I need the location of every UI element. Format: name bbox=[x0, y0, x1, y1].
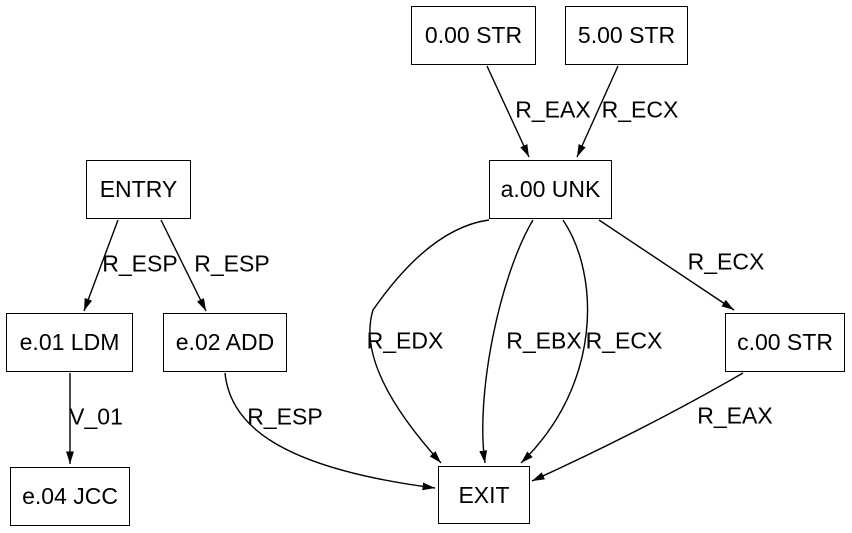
edge-5-00-str-to-a-00-unk bbox=[576, 65, 619, 158]
edge-a-00-unk-to-c-00-str bbox=[598, 219, 735, 311]
edge-label-r-esp-bottom: R_ESP bbox=[247, 403, 323, 430]
node-0-00-str: 0.00 STR bbox=[411, 6, 536, 65]
edge-entry-to-e-02-add bbox=[160, 219, 207, 312]
edge-label-v-01: V_01 bbox=[69, 403, 123, 430]
node-c-00-str: c.00 STR bbox=[725, 313, 845, 372]
edge-a-00-unk-to-exit-ebx bbox=[479, 219, 534, 464]
edge-label-r-ecx-diag: R_ECX bbox=[687, 248, 765, 275]
edge-a-00-unk-to-exit-edx bbox=[369, 219, 490, 464]
node-a-00-unk: a.00 UNK bbox=[489, 160, 612, 219]
edge-label-r-eax-top: R_EAX bbox=[515, 96, 591, 123]
edge-0-00-str-to-a-00-unk bbox=[486, 65, 530, 158]
node-e-01-ldm: e.01 LDM bbox=[6, 313, 133, 372]
edge-label-r-ebx: R_EBX bbox=[506, 327, 582, 354]
edge-a-00-unk-to-exit-ecx bbox=[520, 219, 589, 464]
node-exit: EXIT bbox=[438, 466, 530, 524]
edge-label-r-esp-right: R_ESP bbox=[194, 250, 270, 277]
edge-c-00-str-to-exit bbox=[531, 372, 744, 482]
node-e-02-add: e.02 ADD bbox=[163, 313, 287, 372]
node-e-04-jcc: e.04 JCC bbox=[10, 467, 130, 526]
edge-label-r-edx: R_EDX bbox=[366, 327, 444, 354]
edge-label-r-ecx-mid: R_ECX bbox=[585, 327, 663, 354]
edge-label-r-eax-bottom: R_EAX bbox=[697, 402, 773, 429]
edge-e-02-add-to-exit bbox=[224, 372, 436, 491]
edge-label-r-esp-left: R_ESP bbox=[102, 250, 178, 277]
edge-entry-to-e-01-ldm bbox=[83, 219, 119, 312]
node-entry: ENTRY bbox=[86, 160, 191, 219]
edge-label-r-ecx-top: R_ECX bbox=[601, 96, 679, 123]
node-5-00-str: 5.00 STR bbox=[565, 6, 688, 65]
